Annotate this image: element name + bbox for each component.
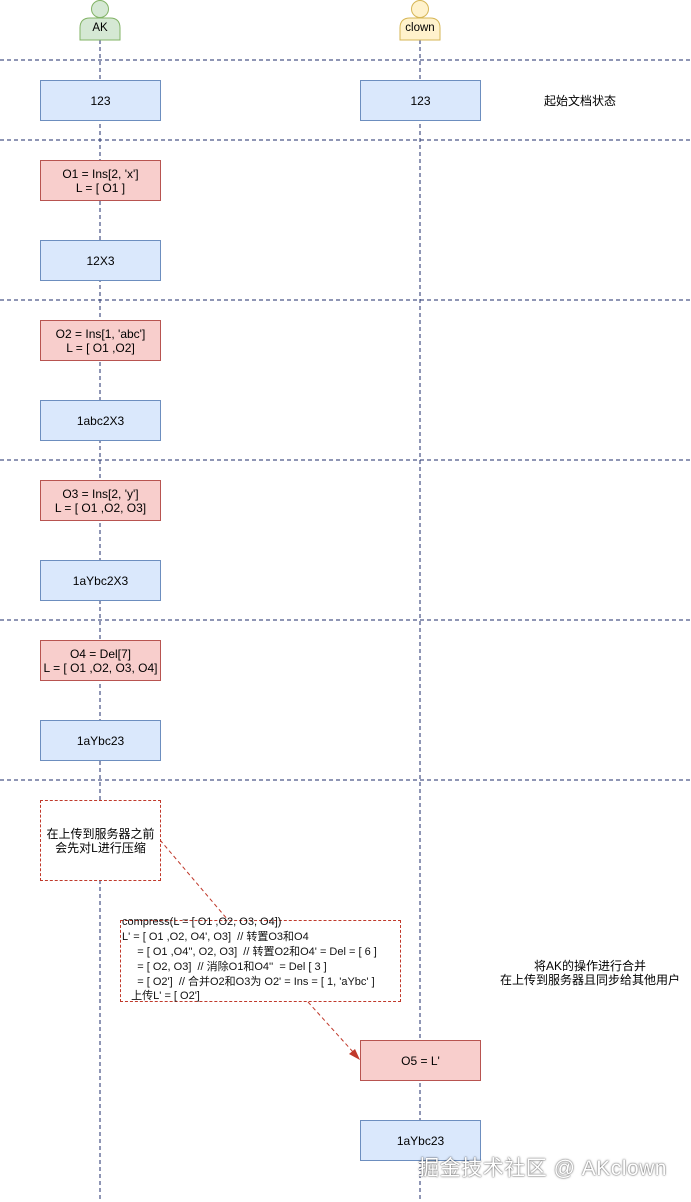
actor-clown-label: clown [405, 22, 435, 34]
arrowhead-icon [349, 1049, 360, 1060]
operation-box-o3: O3 = Ins[2, 'y'] L = [ O1 ,O2, O3] [40, 480, 161, 521]
state-box-s1: 12X3 [40, 240, 161, 281]
compress-line: = [ O2'] // 合并O2和O3为 O2' = Ins = [ 1, 'a… [122, 976, 375, 988]
initial-state-note: 起始文档状态 [543, 94, 616, 108]
compress-detail-box [120, 920, 401, 1002]
actor-ak-icon [79, 0, 121, 41]
state-box-s2: 1abc2X3 [40, 400, 161, 441]
arrow-compress-to-o5 [307, 1001, 355, 1054]
compress-line: L' = [ O1 ,O2, O4', O3] // 转置O3和O4 [122, 931, 309, 943]
compress-line: = [ O2, O3] // 消除O1和O4'' = Del [ 3 ] [122, 961, 327, 973]
state-box-s3: 1aYbc2X3 [40, 560, 161, 601]
operation-box-o5: O5 = L' [360, 1040, 481, 1081]
watermark: 掘金技术社区 @ AKclown [418, 1157, 667, 1180]
compress-line: = [ O1 ,O4'', O2, O3] // 转置O2和O4' = Del … [122, 946, 377, 958]
compress-note-box: 在上传到服务器之前 会先对L进行压缩 [40, 800, 161, 881]
compress-line: 上传L' = [ O2'] [122, 990, 200, 1002]
actor-ak-label: AK [92, 22, 108, 34]
state-box-ak-initial: 123 [40, 80, 161, 121]
compress-line: compress(L = [ O1 ,O2, O3, O4]) [122, 916, 282, 928]
actor-clown-icon [399, 0, 441, 41]
state-box-s4: 1aYbc23 [40, 720, 161, 761]
state-box-clown-initial: 123 [360, 80, 481, 121]
operation-box-o4: O4 = Del[7] L = [ O1 ,O2, O3, O4] [40, 640, 161, 681]
arrow-note-to-compress [159, 839, 229, 921]
operation-box-o2: O2 = Ins[1, 'abc'] L = [ O1 ,O2] [40, 320, 161, 361]
state-box-clown-final: 1aYbc23 [360, 1120, 481, 1161]
merge-note: 将AK的操作进行合并 在上传到服务器且同步给其他用户 [499, 959, 680, 987]
operation-box-o1: O1 = Ins[2, 'x'] L = [ O1 ] [40, 160, 161, 201]
